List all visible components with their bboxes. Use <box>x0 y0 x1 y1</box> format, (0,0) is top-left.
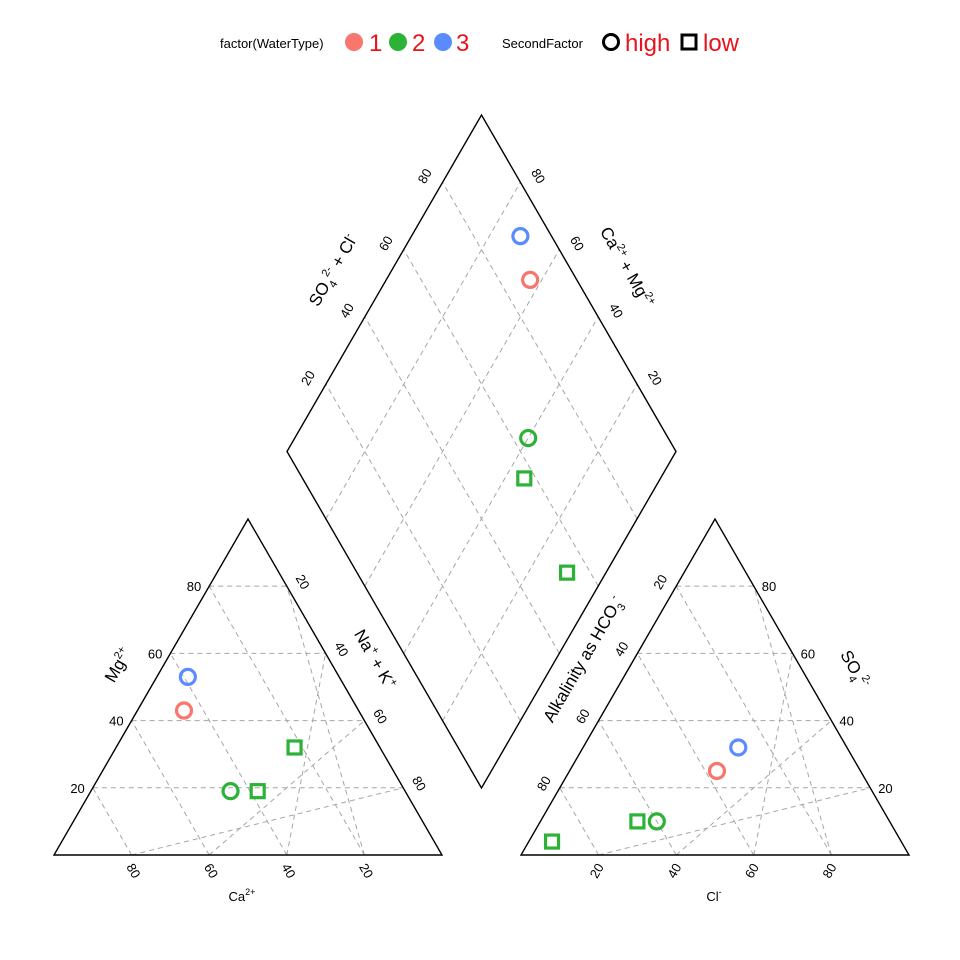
legend-color-label-3: 3 <box>456 30 469 57</box>
legend-color-swatch-3 <box>434 33 452 51</box>
sample-3-diamond-point <box>519 428 538 448</box>
anion-grid-rising <box>559 787 600 856</box>
tick-label-camg: 40 <box>606 301 626 321</box>
tick-label-ca: 60 <box>201 861 221 881</box>
legend-color-swatch-1 <box>345 33 363 51</box>
sample-5-cation-point <box>286 739 303 756</box>
sample-2-diamond-point <box>511 227 530 246</box>
legend-shape-swatch-circle <box>602 33 620 51</box>
tick-label-cl: 80 <box>819 861 839 881</box>
cation-grid-rising <box>169 653 288 856</box>
tick-label-mg: 60 <box>148 646 162 661</box>
cation-grid-falling <box>286 586 365 856</box>
cation-triangle <box>52 517 444 856</box>
tick-label-nak: 80 <box>409 774 429 794</box>
axis-title-cl: Cl- <box>706 887 721 904</box>
cation-grid-rising <box>92 787 133 856</box>
sample-5-diamond-point <box>558 564 576 581</box>
tick-label-so4: 80 <box>762 579 776 594</box>
tick-label-so4cl: 20 <box>298 368 318 388</box>
diamond <box>286 113 677 790</box>
frame-layer <box>52 113 911 856</box>
cation-grid-falling <box>208 720 365 856</box>
points-layer <box>174 227 748 850</box>
tick-label-alkalinity: 60 <box>573 706 593 726</box>
tick-label-camg: 20 <box>645 368 665 388</box>
legend: factor(WaterType) 1 2 3 SecondFactor hig… <box>0 0 960 80</box>
diamond-grid-a <box>364 249 560 587</box>
legend-color-title: factor(WaterType) <box>220 36 324 51</box>
tick-label-ca: 40 <box>279 861 299 881</box>
anion-triangle <box>519 517 911 856</box>
tick-label-alkalinity: 20 <box>650 572 670 592</box>
tick-label-camg: 60 <box>567 233 587 253</box>
tick-label-mg: 20 <box>70 781 84 796</box>
sample-4-cation-point <box>249 783 266 800</box>
legend-shape-label-low: low <box>703 30 740 57</box>
grid-layer <box>92 182 871 856</box>
diamond-grid-b <box>364 316 560 654</box>
diamond-grid-b <box>325 383 521 721</box>
sample-4-diamond-point <box>516 470 533 487</box>
tick-label-so4cl: 60 <box>376 233 396 253</box>
axis-title-ca: Ca2+ <box>229 887 256 904</box>
sample-3-anion-point <box>647 812 666 831</box>
diamond-grid-a <box>403 316 599 654</box>
tick-label-nak: 40 <box>331 639 351 659</box>
anion-grid-rising <box>675 585 832 856</box>
tick-label-cl: 60 <box>742 861 762 881</box>
sample-1-anion-point <box>707 761 727 781</box>
legend-color-label-2: 2 <box>412 30 425 57</box>
cation-grid-rising <box>208 585 365 856</box>
sample-4-anion-point <box>629 813 646 830</box>
axis-title-mg: Mg2+ <box>100 644 135 685</box>
tick-label-so4: 60 <box>801 646 815 661</box>
tick-layer: 20 40 60 80 20 40 60 80 20 40 60 80 20 40 60 80 20 40 60 80… <box>70 166 892 881</box>
axis-title-so4: SO42- <box>833 646 874 693</box>
diamond-grid-a <box>325 182 521 520</box>
legend-color-swatch-2 <box>389 33 407 51</box>
tick-label-mg: 40 <box>109 714 123 729</box>
legend-shape-swatch-square <box>680 33 698 51</box>
tick-label-camg: 80 <box>528 166 548 186</box>
cation-grid-rising <box>131 720 210 856</box>
tick-label-cl: 20 <box>587 861 607 881</box>
sample-2-cation-point <box>178 667 197 687</box>
sample-3-cation-point <box>221 782 240 801</box>
legend-shape-label-high: high <box>625 30 670 57</box>
axis-title-alkalinity: Alkalinity as HCO3- <box>539 592 631 727</box>
tick-label-so4: 40 <box>839 714 853 729</box>
anion-grid-falling <box>753 586 832 856</box>
axis-title-so4-cl: SO42- + Cl- <box>304 230 365 311</box>
sample-2-anion-point <box>729 738 748 757</box>
tick-label-mg: 80 <box>187 579 201 594</box>
axis-title-ca-mg: Ca2+ + Mg2+ <box>596 223 658 311</box>
tick-label-nak: 20 <box>293 572 313 592</box>
tick-label-ca: 20 <box>356 861 376 881</box>
tick-label-ca: 80 <box>123 861 143 881</box>
anion-grid-falling <box>675 720 832 856</box>
tick-label-nak: 60 <box>370 706 390 726</box>
diamond-grid-b <box>403 249 599 587</box>
sample-5-anion-point <box>543 833 561 850</box>
diamond-grid-b <box>442 182 638 520</box>
cation-grid-falling <box>286 653 327 856</box>
tick-label-cl: 40 <box>664 861 684 881</box>
legend-color-label-1: 1 <box>369 30 382 57</box>
sample-1-diamond-point <box>521 270 540 289</box>
sample-1-cation-point <box>174 701 194 720</box>
anion-grid-rising <box>636 653 755 856</box>
diamond-grid-a <box>442 383 638 721</box>
tick-label-alkalinity: 80 <box>534 774 554 794</box>
legend-shape-title: SecondFactor <box>502 36 584 51</box>
legend-svg: factor(WaterType) 1 2 3 SecondFactor hig… <box>220 30 740 57</box>
tick-label-so4cl: 80 <box>415 166 435 186</box>
anion-grid-rising <box>598 720 677 856</box>
tick-label-so4: 20 <box>878 781 892 796</box>
anion-grid-falling <box>753 653 794 856</box>
tick-label-so4cl: 40 <box>337 301 357 321</box>
tick-label-alkalinity: 40 <box>611 639 631 659</box>
